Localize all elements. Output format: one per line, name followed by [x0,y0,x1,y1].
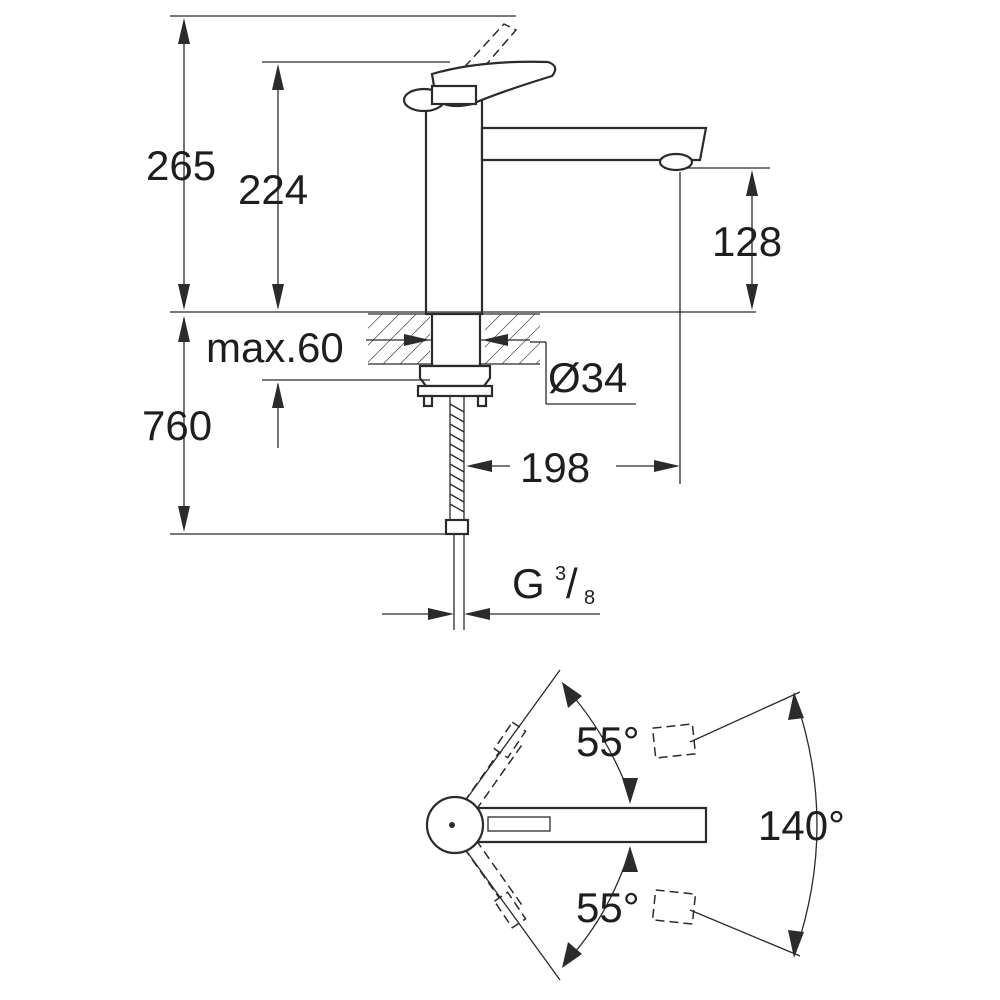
dimension-hose-length: 760 [142,316,284,532]
dimension-outlet-height: 128 [712,170,782,310]
label-198: 198 [520,444,590,491]
faucet-body [424,96,484,316]
dimension-max-deck: max.60 [206,324,508,371]
angle-55-upper: 55° [562,682,640,804]
angle-55-lower: 55° [562,846,640,968]
label-thread-numerator: 3 [555,563,566,585]
label-max-60: max.60 [206,324,344,371]
dimension-thread-size: G 3 / 8 [382,560,600,620]
label-angle-upper: 55° [576,718,640,765]
label-224: 224 [238,166,308,213]
faucet-top-view: 55° 55° 140° [425,669,845,981]
spout-ghost-lower [463,839,527,929]
spout-top-view [425,795,708,855]
angle-140: 140° [758,692,845,958]
faucet-spout [480,126,708,162]
aerator [658,152,694,172]
spout-ghost-right-upper [651,723,697,759]
lever-handle [402,60,557,113]
label-thread-denominator: 8 [584,587,595,609]
dimension-spout-height: 224 [238,64,308,310]
supply-hose [444,395,470,630]
label-diameter-34: Ø34 [548,354,627,401]
mounting-shank [430,312,482,368]
rotation-construction-lines [459,669,801,981]
label-thread-g: G [512,560,545,607]
label-265: 265 [146,142,216,189]
label-760: 760 [142,402,212,449]
label-angle-lower: 55° [576,884,640,931]
spout-ghost-right-lower [651,889,697,925]
faucet-side-elevation: 265 224 128 max.60 Ø34 [142,15,782,630]
spout-ghost-upper [463,721,527,811]
label-thread-slash: / [566,560,578,607]
mounting-nut [418,364,492,388]
label-128: 128 [712,218,782,265]
dimension-spout-reach: 198 [466,444,680,491]
dimension-total-height: 265 [146,18,216,310]
label-angle-total: 140° [758,802,845,849]
